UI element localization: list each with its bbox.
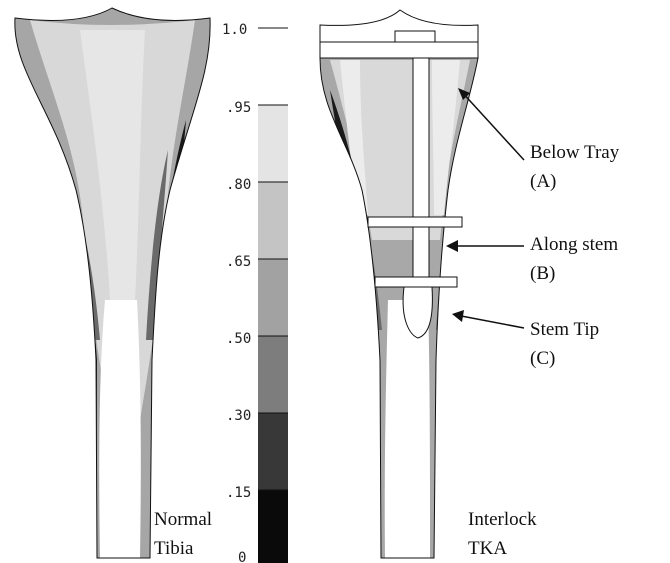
left-white-canal: [99, 300, 141, 558]
normal-tibia-label-line2: Tibia: [154, 538, 194, 559]
callout-a-line: [460, 90, 524, 160]
tka-label-line2: TKA: [468, 538, 507, 559]
callout-stem-tip: Stem Tip (C): [452, 310, 599, 369]
scale-label-0-80: .80: [226, 177, 251, 193]
stem-crossbar-upper: [368, 217, 462, 227]
callout-a-letter: (A): [530, 171, 556, 192]
tka-label-line1: Interlock: [468, 509, 537, 530]
scale-band-top: [258, 28, 288, 105]
scale-label-1-0: 1.0: [222, 22, 247, 38]
scale-band-2: [258, 105, 288, 182]
tray-post: [395, 31, 435, 42]
stem-upper: [413, 58, 429, 218]
callout-along-stem: Along stem (B): [446, 234, 618, 284]
callout-below-tray: Below Tray (A): [458, 88, 620, 192]
stem-middle: [413, 227, 429, 277]
scale-band-bottom: [258, 490, 288, 563]
scale-label-0-15: .15: [226, 485, 251, 501]
callout-b-letter: (B): [530, 263, 555, 284]
callout-c-letter: (C): [530, 348, 555, 369]
scale-label-0: 0: [238, 550, 246, 563]
scale-band-6: [258, 413, 288, 490]
normal-tibia-label-line1: Normal: [154, 509, 212, 530]
tka-tibia-bone: [300, 10, 500, 563]
scale-label-0-95: .95: [226, 100, 251, 116]
scale-label-0-50: .50: [226, 331, 251, 347]
callout-b-label: Along stem: [530, 234, 618, 255]
normal-tibia-bone: [0, 0, 240, 563]
callout-c-line: [456, 315, 524, 328]
callout-b-arrowhead: [446, 240, 458, 252]
color-scale: 1.0 .95 .80 .65 .50 .30 .15 0: [222, 22, 288, 563]
scale-band-5: [258, 336, 288, 413]
stem-crossbar-lower: [375, 277, 457, 287]
callout-c-arrowhead: [452, 310, 464, 322]
callout-a-label: Below Tray: [530, 142, 620, 163]
scale-band-4: [258, 259, 288, 336]
scale-band-3: [258, 182, 288, 259]
right-white-canal: [385, 300, 430, 558]
scale-label-0-30: .30: [226, 408, 251, 424]
callout-c-label: Stem Tip: [530, 319, 599, 340]
scale-label-0-65: .65: [226, 254, 251, 270]
